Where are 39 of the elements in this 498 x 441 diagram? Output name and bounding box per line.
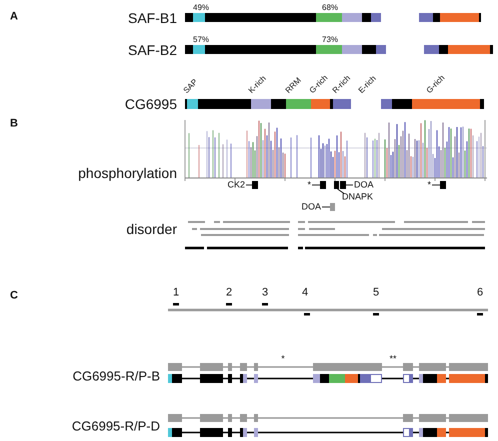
site-label: * xyxy=(307,180,311,190)
site-label: DNAPK xyxy=(342,192,374,202)
region-number: 5 xyxy=(372,288,380,298)
protein-name: CG6995 xyxy=(124,97,177,111)
site-label: CK2 xyxy=(227,180,245,190)
region-number: 6 xyxy=(476,288,484,298)
identity-percent: 57% xyxy=(193,36,210,44)
site-label: * xyxy=(427,180,431,190)
region-number: 1 xyxy=(172,288,180,298)
protein-name: SAF-B2 xyxy=(128,43,177,57)
track-label: disorder xyxy=(126,222,177,236)
site-marker xyxy=(320,181,326,189)
leader-line xyxy=(312,184,320,186)
region-number: 3 xyxy=(262,288,268,298)
site-marker xyxy=(252,181,258,189)
leader-line xyxy=(322,206,330,208)
identity-percent: 73% xyxy=(322,36,338,44)
isoform-name: CG6995-R/P-B xyxy=(72,370,160,382)
site-marker xyxy=(334,181,339,189)
panel-letter: A xyxy=(10,12,18,22)
site-label: DOA xyxy=(354,180,374,190)
identity-percent: 68% xyxy=(322,4,338,12)
track-label: phosphorylation xyxy=(78,166,177,180)
region-number: 4 xyxy=(302,288,308,298)
panel-letter: B xyxy=(10,118,18,130)
site-label: DOA xyxy=(301,202,321,212)
leader-line xyxy=(346,184,354,186)
asterisk-mark: * xyxy=(281,354,285,364)
leader-line xyxy=(246,184,252,186)
protein-name: SAF-B1 xyxy=(128,11,177,25)
site-marker xyxy=(340,181,346,189)
isoform-name: CG6995-R/P-D xyxy=(72,420,160,432)
panel-letter: C xyxy=(10,290,18,302)
site-marker xyxy=(440,181,446,189)
identity-percent: 49% xyxy=(193,4,210,12)
leader-line xyxy=(432,184,440,186)
asterisk-mark: ** xyxy=(390,354,396,364)
site-marker xyxy=(330,203,335,211)
region-number: 2 xyxy=(226,288,232,298)
